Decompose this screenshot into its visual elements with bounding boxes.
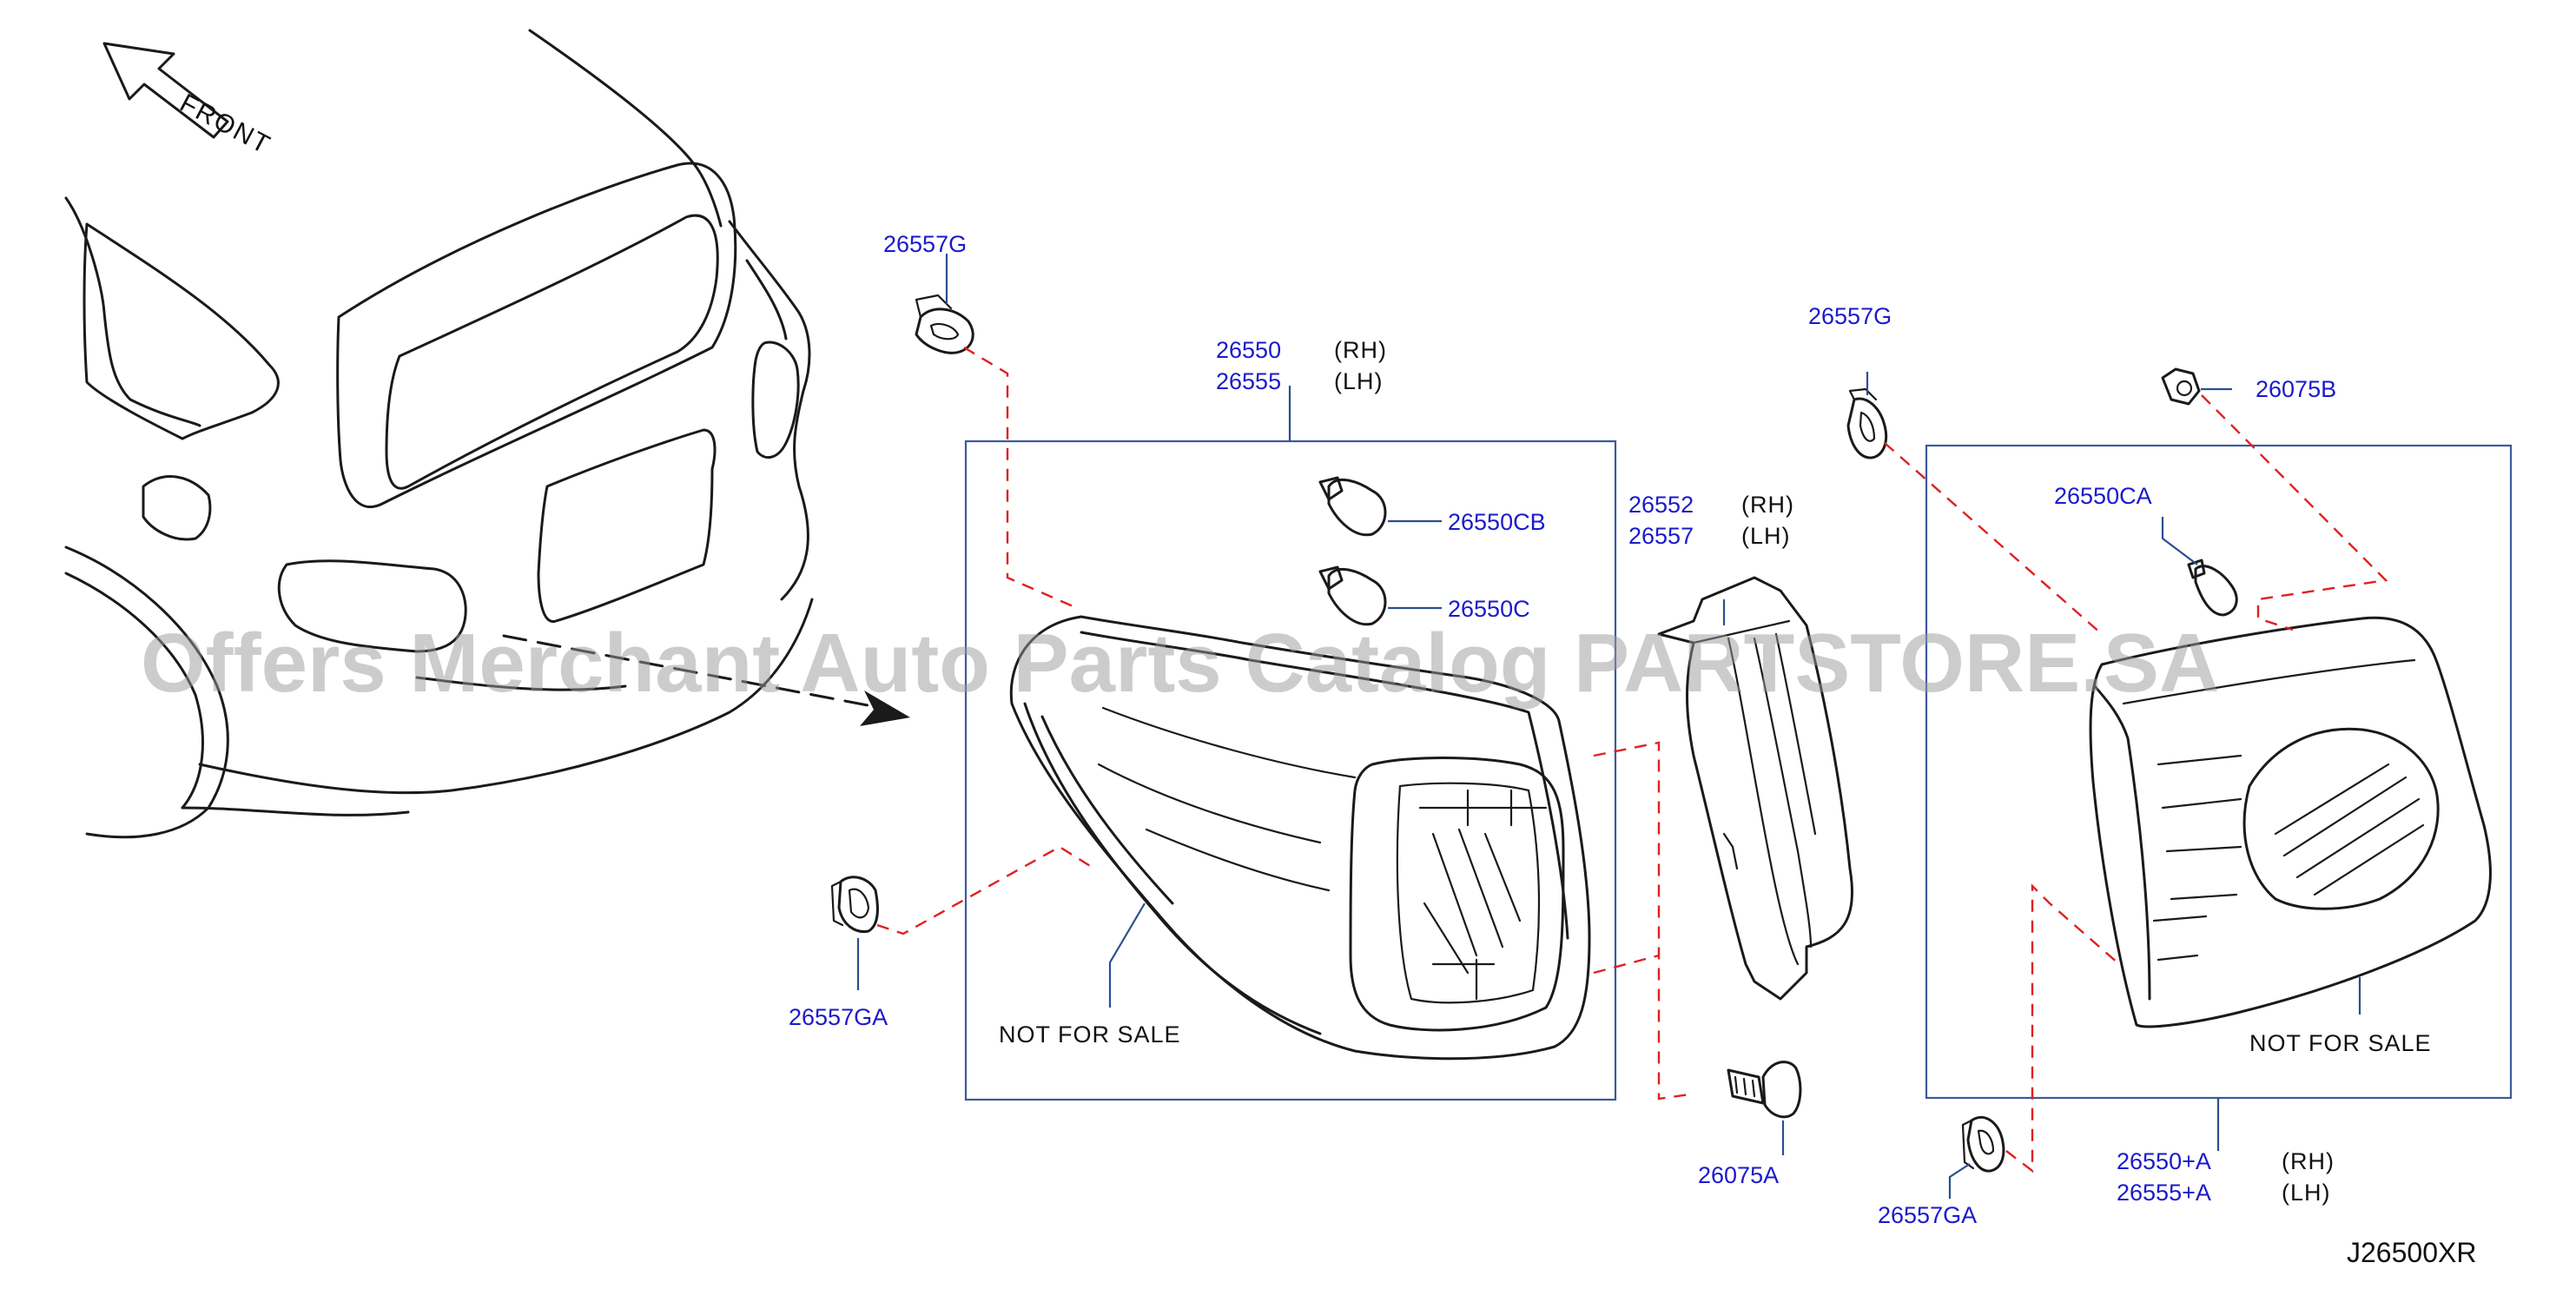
inner-lamp-group-box [1925, 444, 2513, 1100]
bulb-26550ca-icon [2187, 559, 2238, 617]
side-rh-26550: (RH) [1334, 337, 1387, 363]
side-rh-26552: (RH) [1741, 492, 1794, 518]
front-arrow-icon [102, 42, 229, 139]
direction-arrow [502, 634, 910, 726]
vehicle-rear-outline [64, 29, 814, 839]
part-number-26557ga-left[interactable]: 26557GA [789, 1004, 888, 1030]
part-number-26555[interactable]: 26555 [1216, 368, 1281, 394]
part-number-26550c[interactable]: 26550C [1448, 596, 1530, 622]
part-number-26555a[interactable]: 26555+A [2117, 1180, 2211, 1206]
not-for-sale-left: NOT FOR SALE [999, 1021, 1181, 1048]
part-number-26557[interactable]: 26557 [1628, 523, 1694, 549]
grommet-26557g-icon [915, 294, 974, 354]
part-number-26557g-top[interactable]: 26557G [883, 231, 967, 257]
grommet-26557ga-icon [830, 876, 879, 934]
grommet-26557g-right-icon [1846, 387, 1888, 459]
part-number-26075b[interactable]: 26075B [2256, 376, 2336, 402]
front-label: FRONT [175, 89, 276, 160]
bolt-26075a-icon [1727, 1061, 1802, 1119]
outer-lamp-group-box [964, 440, 1617, 1101]
side-rh-26550a: (RH) [2282, 1148, 2335, 1174]
part-number-26550a[interactable]: 26550+A [2117, 1148, 2211, 1174]
part-number-26557g-right[interactable]: 26557G [1808, 303, 1892, 329]
grommet-26557ga-right-icon [1961, 1115, 2005, 1173]
part-number-26552[interactable]: 26552 [1628, 492, 1694, 518]
watermark: Offers Merchant Auto Parts Catalog PARTS… [141, 617, 2219, 710]
side-lh-26557: (LH) [1741, 523, 1791, 549]
bulb-26550cb-icon [1318, 476, 1387, 537]
inner-tail-lamp [2089, 616, 2492, 1028]
part-number-26550cb[interactable]: 26550CB [1448, 509, 1546, 535]
side-lh-26555: (LH) [1334, 368, 1384, 394]
outer-tail-lamp [1009, 615, 1591, 1061]
not-for-sale-right: NOT FOR SALE [2249, 1030, 2432, 1056]
lamp-gasket [1657, 576, 1854, 1001]
part-number-26557ga-right[interactable]: 26557GA [1878, 1202, 1977, 1228]
diagram-code: J26500XR [2347, 1237, 2476, 1268]
part-number-26550[interactable]: 26550 [1216, 337, 1281, 363]
part-number-26550ca[interactable]: 26550CA [2054, 483, 2152, 509]
bulb-26550c-icon [1318, 565, 1387, 626]
side-lh-26555a: (LH) [2282, 1180, 2331, 1206]
part-number-26075a[interactable]: 26075A [1698, 1162, 1779, 1188]
nut-26075b-icon [2161, 367, 2201, 406]
